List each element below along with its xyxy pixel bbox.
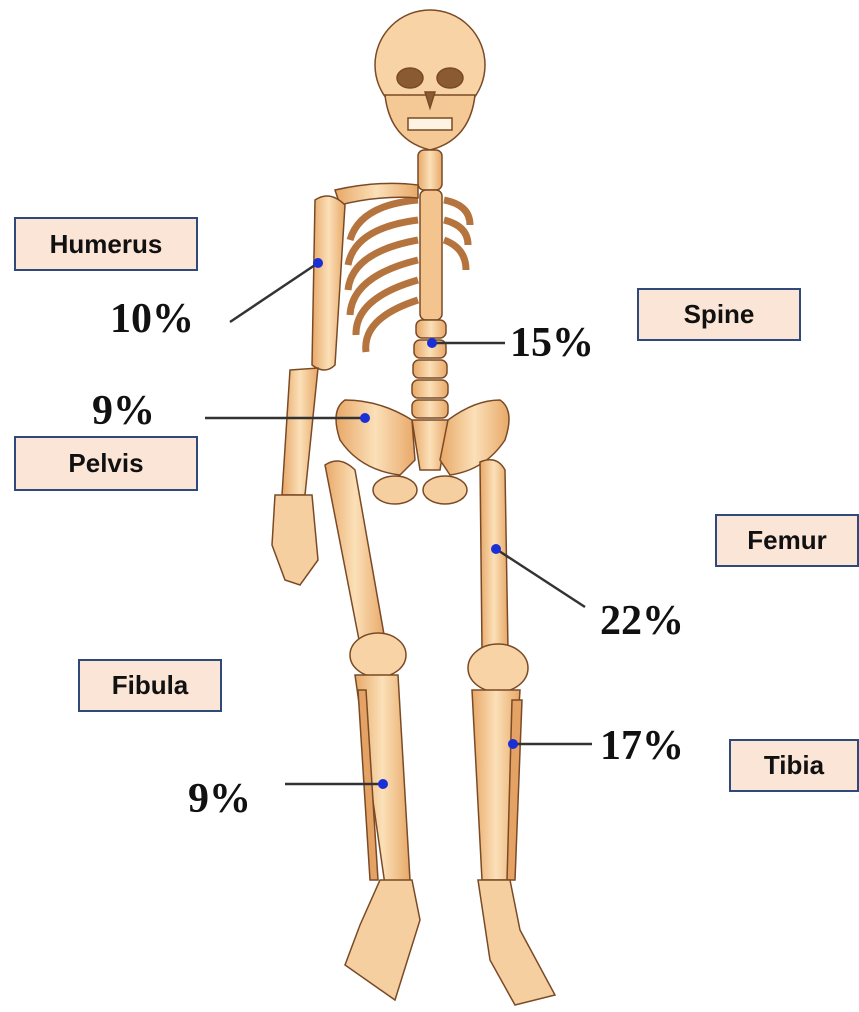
femur-marker bbox=[491, 544, 501, 554]
spine-label: Spine bbox=[637, 288, 801, 341]
tibia-marker bbox=[508, 739, 518, 749]
spine-marker bbox=[427, 338, 437, 348]
humerus-bone bbox=[312, 196, 345, 370]
humerus-percent: 10% bbox=[110, 298, 194, 340]
knee-left bbox=[350, 633, 406, 677]
fibula-percent: 9% bbox=[188, 778, 251, 820]
fibula-label: Fibula bbox=[78, 659, 222, 712]
tibia-percent: 17% bbox=[600, 725, 684, 767]
pelvis-label: Pelvis bbox=[14, 436, 198, 491]
spine-percent: 15% bbox=[510, 322, 594, 364]
pelvis-percent: 9% bbox=[92, 390, 155, 432]
pelvis-marker bbox=[360, 413, 370, 423]
rib-cage bbox=[348, 200, 470, 352]
humerus-label: Humerus bbox=[14, 217, 198, 271]
foot-right-bone bbox=[478, 880, 555, 1005]
humerus-leader-line bbox=[230, 263, 318, 322]
hand-bone bbox=[272, 495, 318, 585]
femur-label: Femur bbox=[715, 514, 859, 567]
tibia-label: Tibia bbox=[729, 739, 859, 792]
forearm-bone bbox=[282, 368, 318, 495]
foot-left-bone bbox=[345, 880, 420, 1000]
knee-right bbox=[468, 644, 528, 692]
fibula-marker bbox=[378, 779, 388, 789]
femur-leader-line bbox=[496, 549, 585, 607]
femur-percent: 22% bbox=[600, 600, 684, 642]
humerus-marker bbox=[313, 258, 323, 268]
skull bbox=[375, 10, 485, 150]
